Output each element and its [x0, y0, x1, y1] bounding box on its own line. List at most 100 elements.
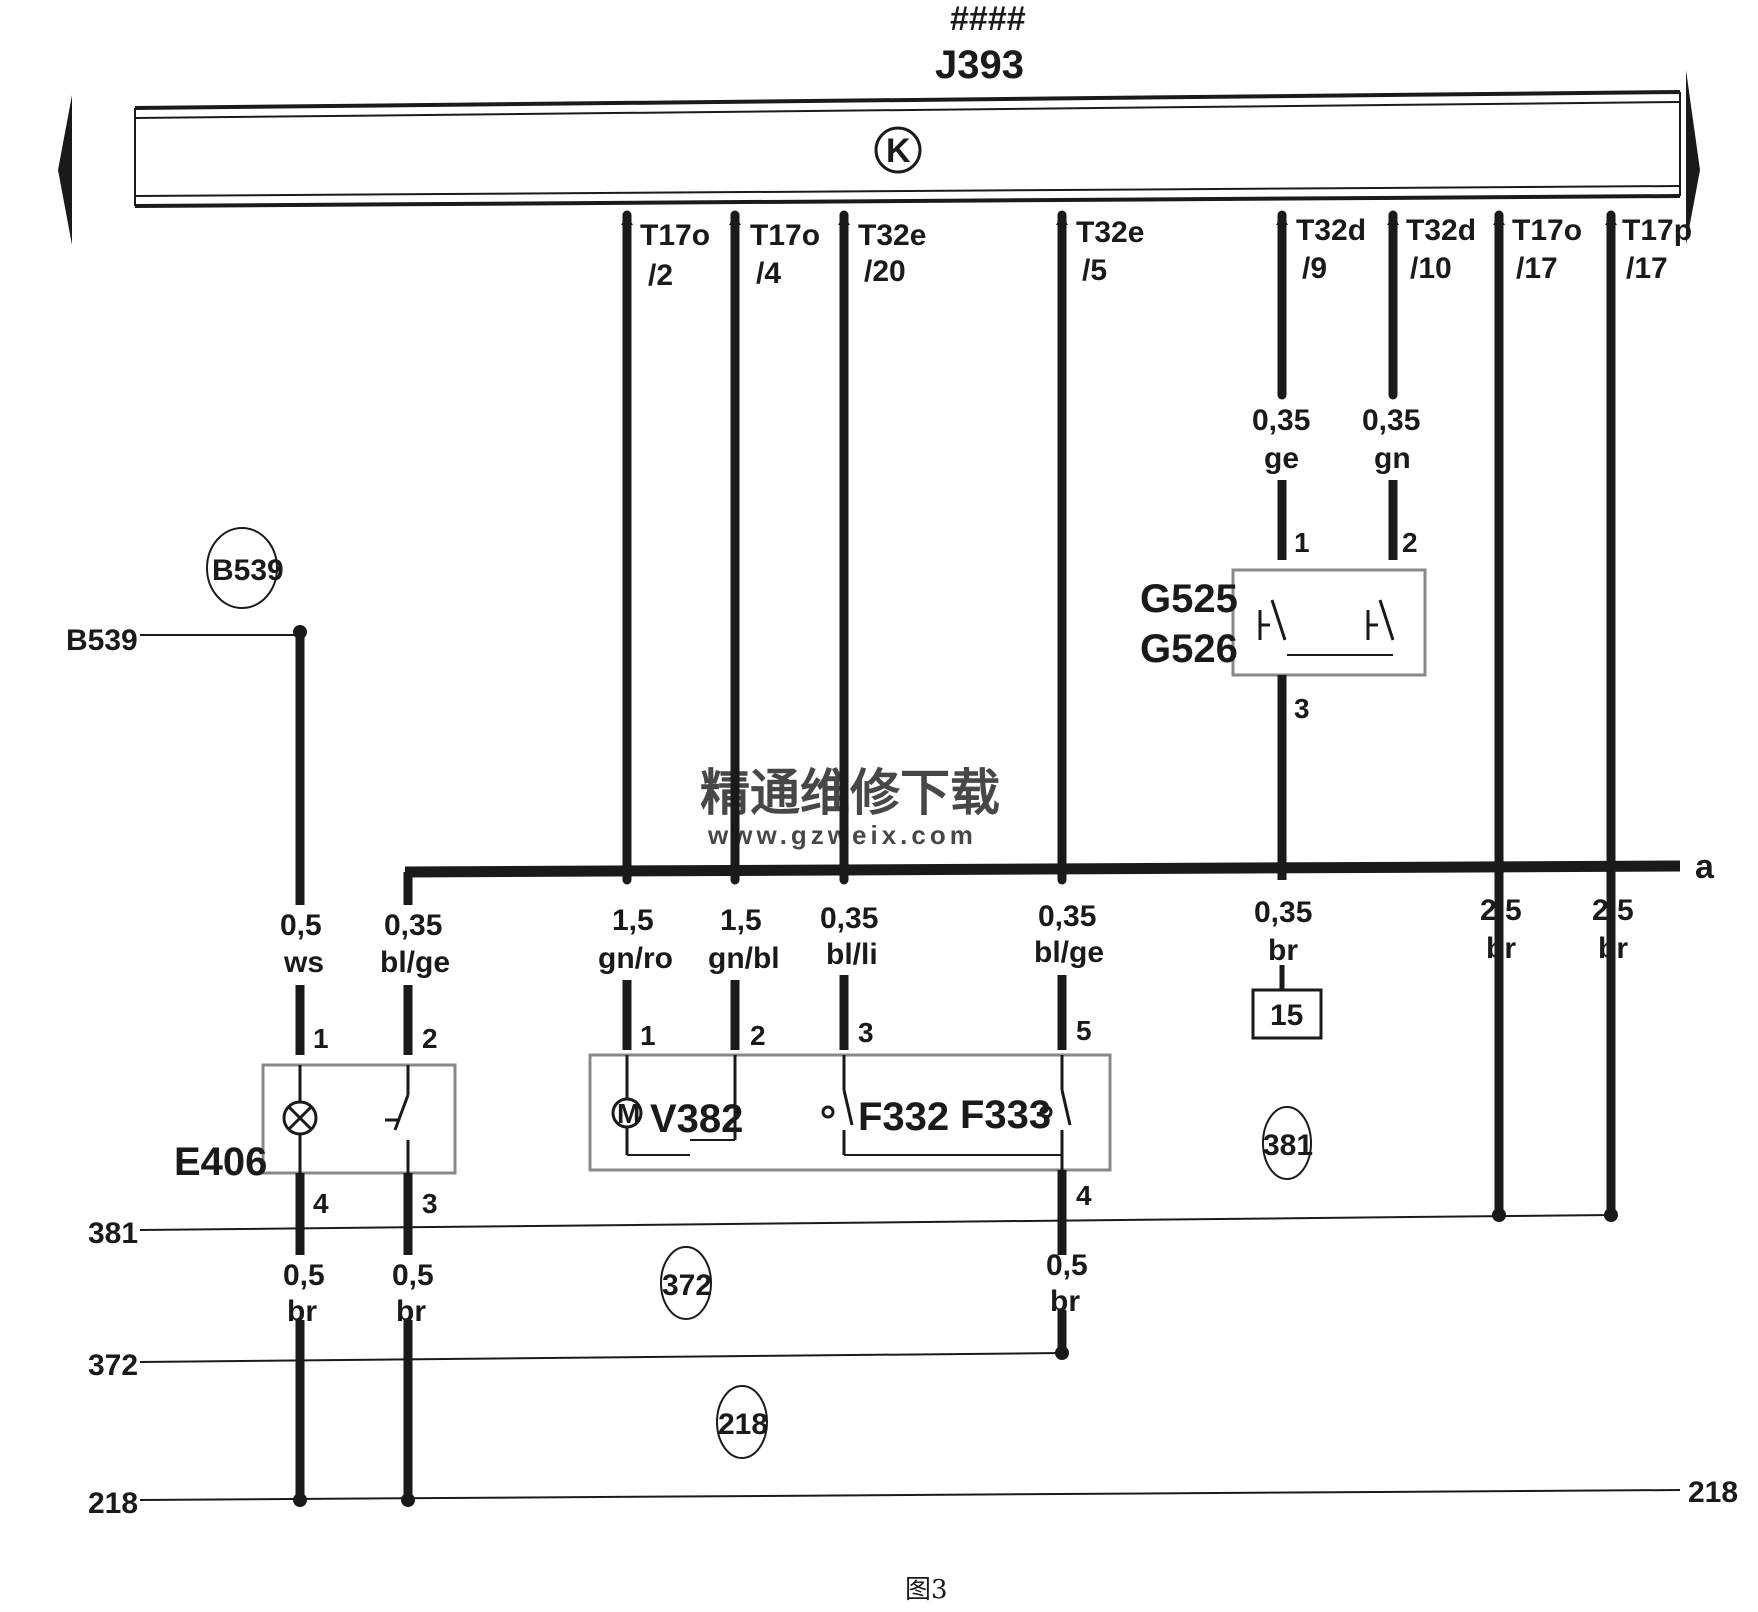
wire-labels-upper: 0,5 ws 0,35 bl/ge 1,5 gn/ro 1,5 gn/bl 0,…: [280, 894, 1634, 979]
bus-module-label: J393: [935, 43, 1024, 87]
connector-labels: T17o /2 T17o /4 T32e /20 T32e /5 T32d /9…: [640, 214, 1692, 292]
wire-color: bl/ge: [380, 946, 450, 979]
wire-size: 0,35: [384, 909, 442, 942]
terminal-15-box: [1251, 988, 1323, 1040]
bus-left-arrow-icon: [58, 95, 72, 245]
connector-code: T17p: [1622, 214, 1692, 247]
wire-color: br: [1268, 934, 1298, 967]
wire-size: 0,5: [280, 909, 322, 942]
terminal-15-label: 15: [1270, 999, 1303, 1032]
can-bus-bar: K: [58, 70, 1700, 245]
pin-number: 3: [1294, 693, 1310, 724]
circled-ref-label: B539: [212, 554, 284, 587]
connector-pin: /2: [648, 259, 673, 292]
figure-caption: 图3: [905, 1575, 948, 1605]
circled-ref-label: 381: [1263, 1129, 1313, 1162]
pin-number: 4: [313, 1188, 329, 1219]
e406-label: E406: [174, 1140, 267, 1184]
wire-color: gn/bl: [708, 942, 780, 975]
v382-f332-f333-module: 1 2 3 5 M V382 F332 F333 4: [588, 1015, 1112, 1211]
wire-color: br: [396, 1295, 426, 1328]
v382-label: V382: [650, 1097, 743, 1141]
header-marks: ####: [950, 0, 1026, 38]
wire-color: bl/li: [826, 938, 878, 971]
motor-icon: M: [611, 1097, 643, 1129]
switch-icon: [1039, 1055, 1072, 1170]
wire-size: 0,35: [1038, 900, 1096, 933]
pin-number: 1: [1294, 527, 1310, 558]
connector-code: T17o: [640, 219, 710, 252]
ref-218-line: 218 218 218: [88, 1385, 1738, 1520]
wire-color: ge: [1264, 442, 1299, 475]
pin-number: 4: [1076, 1180, 1092, 1211]
wire-labels-lower: 0,5 br 0,5 br 0,5 br: [283, 1249, 1088, 1328]
wire-size: 2,5: [1592, 894, 1634, 927]
watermark: 精通维修下载 www.gzweix.com: [700, 765, 1000, 850]
wire-size: 0,5: [392, 1259, 434, 1292]
ref-label: 372: [88, 1349, 138, 1382]
wire-color: br: [1598, 932, 1628, 965]
ref-a-label: a: [1695, 848, 1715, 886]
circled-ref: [206, 527, 278, 609]
wire-size: 0,35: [1362, 404, 1420, 437]
circled-ref-381: 381: [1262, 1106, 1313, 1180]
wire-color: gn/ro: [598, 942, 673, 975]
connector-code: T32d: [1406, 214, 1476, 247]
ground-bar-a: [404, 860, 1681, 878]
wire-color: br: [1050, 1285, 1080, 1318]
pin-number: 2: [422, 1023, 438, 1054]
connector-heads: [621, 215, 1617, 225]
f333-label: F333: [960, 1093, 1051, 1137]
connector-pin: /20: [864, 255, 906, 288]
switch-icon: [385, 1065, 410, 1173]
pin-number: 3: [858, 1017, 874, 1048]
motor-symbol: M: [617, 1098, 640, 1129]
component-feed-wires: [295, 975, 1067, 1055]
ref-label: 218: [1688, 1476, 1738, 1509]
wire-size: 1,5: [720, 904, 762, 937]
switch-icon: [1258, 599, 1287, 641]
connector-code: T17o: [1512, 214, 1582, 247]
f332-label: F332: [858, 1095, 949, 1139]
wire-size: 1,5: [612, 904, 654, 937]
watermark-url: www.gzweix.com: [707, 820, 977, 850]
g525-label: G525: [1140, 577, 1238, 621]
connector-pin: /10: [1410, 252, 1452, 285]
pin-number: 2: [750, 1020, 766, 1051]
bus-symbol-icon: [874, 126, 922, 174]
wire-size: 2,5: [1480, 894, 1522, 927]
pin-number: 5: [1076, 1015, 1092, 1046]
g526-label: G526: [1140, 627, 1238, 671]
lamp-icon: [282, 1100, 318, 1136]
circled-ref-label: 218: [718, 1408, 768, 1441]
wire-color: br: [1486, 932, 1516, 965]
pin-number: 1: [313, 1023, 329, 1054]
bus-drop-wires: [622, 210, 1616, 1220]
wire-color: ws: [283, 946, 324, 979]
wire-size: 0,5: [1046, 1249, 1088, 1282]
connector-code: T32e: [1076, 216, 1144, 249]
wire-size: 0,35: [1254, 896, 1312, 929]
ref-b539-label: B539: [66, 624, 138, 657]
connector-pin: /4: [756, 257, 781, 290]
switch-icon: [1366, 599, 1395, 641]
bus-right-arrow-icon: [1686, 70, 1700, 245]
e406-box: [261, 1063, 457, 1175]
g525-g526-sensor: 0,35 ge 0,35 gn 1 2 G525 G526 3 0,35 br …: [1140, 404, 1427, 1040]
connector-code: T32e: [858, 219, 926, 252]
ref-372-line: 372 372: [88, 1246, 1069, 1382]
wire-color: bl/ge: [1034, 936, 1104, 969]
circled-ref-label: 372: [662, 1269, 712, 1302]
wire-size: 0,5: [283, 1259, 325, 1292]
connector-pin: /5: [1082, 254, 1107, 287]
wire-color: br: [287, 1295, 317, 1328]
watermark-cn: 精通维修下载: [700, 765, 1000, 821]
connector-pin: /17: [1516, 252, 1558, 285]
sensor-box: [1231, 568, 1427, 677]
switch-icon: [821, 1055, 854, 1155]
ref-label: 218: [88, 1487, 138, 1520]
pin-number: 3: [422, 1188, 438, 1219]
ref-label: 381: [88, 1217, 138, 1250]
ref-381-line: 381: [88, 1208, 1618, 1250]
b539-ref: B539 B539: [66, 527, 307, 905]
